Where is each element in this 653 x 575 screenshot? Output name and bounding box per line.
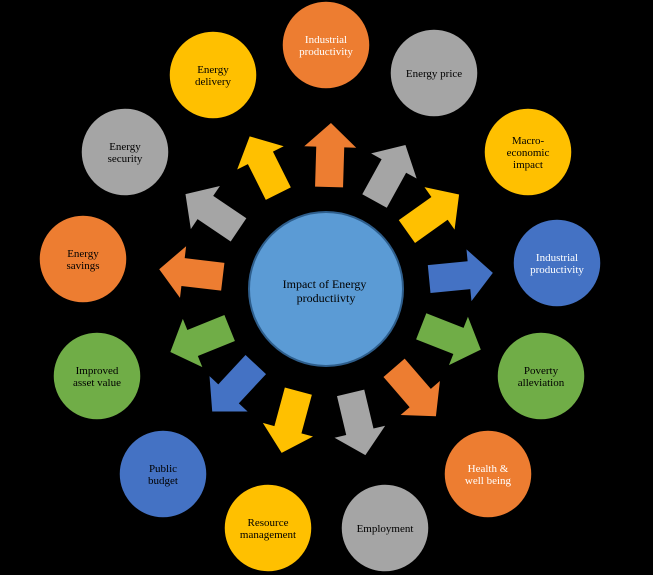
arrow-public	[209, 355, 267, 412]
node-circle-resource-management	[223, 483, 313, 573]
arrow-asset	[170, 315, 235, 368]
arrow-security-shape	[185, 185, 247, 242]
node-label-line: Industrial	[305, 34, 347, 46]
arrow-top	[304, 123, 357, 188]
node-label-line: productivity	[299, 46, 353, 58]
node-circle-health-well-being	[443, 429, 533, 519]
node-label-line: Energy	[109, 141, 141, 153]
node-label-line: Public	[149, 463, 177, 475]
center-circle	[248, 211, 404, 367]
node-circle-industrial-productivity-top	[281, 0, 371, 90]
node-circle-energy-savings	[38, 214, 128, 304]
node-label-line: Employment	[357, 523, 414, 535]
node-health-well-being: Health &well being	[443, 429, 533, 519]
node-label-line: management	[240, 529, 296, 541]
node-label-energy-price: Energy price	[406, 68, 462, 80]
node-label-line: Energy	[197, 64, 229, 76]
node-label-line: savings	[67, 260, 100, 272]
arrow-macro	[398, 187, 460, 243]
center-node: Impact of Energy productiivty	[248, 211, 404, 367]
center-label-line-2: productiivty	[297, 291, 356, 305]
node-circle-energy-security	[80, 107, 170, 197]
center-label-line-1: Impact of Energy	[283, 277, 367, 291]
node-circle-macro-economic-impact	[483, 107, 573, 197]
node-label-line: Resource	[248, 517, 289, 529]
node-circle-public-budget	[118, 429, 208, 519]
arrow-security	[185, 185, 247, 242]
node-label-line: impact	[513, 159, 543, 171]
node-energy-price: Energy price	[389, 28, 479, 118]
node-label-line: Poverty	[524, 365, 559, 377]
node-circle-energy-price	[389, 28, 479, 118]
arrow-delivery-shape	[237, 136, 291, 200]
arrow-health-shape	[383, 358, 440, 417]
arrow-delivery	[237, 136, 291, 200]
node-label-line: Energy	[67, 248, 99, 260]
node-label-health-well-being: Health &well being	[465, 463, 512, 487]
node-label-line: Energy price	[406, 68, 462, 80]
arrow-industrial-right	[427, 249, 493, 302]
node-label-line: Improved	[76, 365, 119, 377]
arrow-employment-shape	[334, 389, 386, 456]
arrow-health	[383, 358, 440, 417]
arrow-resource-shape	[262, 387, 314, 453]
arrow-energy-price-shape	[362, 144, 417, 208]
node-circle-industrial-productivity-right	[512, 218, 602, 308]
node-employment: Employment	[340, 483, 430, 573]
node-label-line: productivity	[530, 264, 584, 276]
arrow-top-shape	[304, 123, 357, 188]
arrow-industrial-right-shape	[427, 249, 493, 302]
node-label-line: economic	[507, 147, 550, 159]
arrows-layer	[159, 123, 493, 456]
center-label: Impact of Energy productiivty	[283, 277, 370, 305]
node-label-line: budget	[148, 475, 178, 487]
node-circle-improved-asset-value	[52, 331, 142, 421]
node-label-employment: Employment	[357, 523, 414, 535]
node-circle-employment	[340, 483, 430, 573]
node-label-line: Health &	[468, 463, 509, 475]
arrow-savings	[159, 246, 225, 298]
node-label-line: Macro-	[512, 135, 545, 147]
arrow-poverty	[416, 313, 481, 366]
node-label-line: delivery	[195, 76, 232, 88]
arrow-poverty-shape	[416, 313, 481, 366]
arrow-macro-shape	[398, 187, 460, 243]
node-label-line: asset value	[73, 377, 121, 389]
node-label-line: well being	[465, 475, 512, 487]
arrow-savings-shape	[159, 246, 225, 298]
node-circle-poverty-alleviation	[496, 331, 586, 421]
arrow-energy-price	[362, 144, 417, 208]
arrow-asset-shape	[170, 315, 235, 368]
node-label-line: Industrial	[536, 252, 578, 264]
arrow-resource	[262, 387, 314, 453]
arrow-public-shape	[209, 355, 267, 412]
node-label-line: security	[108, 153, 143, 165]
arrow-employment	[334, 389, 386, 456]
node-circle-energy-delivery	[168, 30, 258, 120]
node-label-line: alleviation	[518, 377, 565, 389]
